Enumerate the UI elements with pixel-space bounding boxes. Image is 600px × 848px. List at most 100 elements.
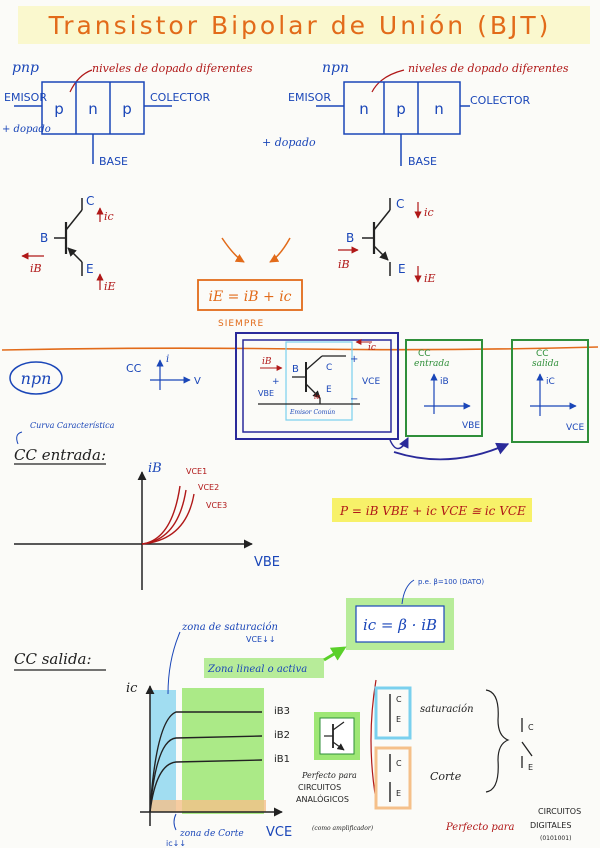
pnp-region-3: p (122, 100, 132, 118)
cc-salida-title: CC (536, 349, 549, 359)
cutoff-label: zona de Corte (179, 829, 244, 839)
gain-formula: ic = β · iB (363, 616, 437, 634)
circuit-vce: VCE (362, 377, 380, 387)
circuit-plus-b: + (272, 377, 280, 387)
npn-structure: npn niveles de dopado diferentes n p n E… (262, 60, 569, 168)
title-highlight (18, 6, 590, 44)
switch-sym-c: C (528, 723, 534, 732)
input-curve-2 (141, 489, 187, 545)
pnp-sym-b: B (40, 231, 48, 245)
output-curve-1 (149, 759, 263, 813)
circuit-e: E (326, 385, 332, 395)
cutoff-state-label: Corte (430, 770, 462, 783)
circuit-emitter-common: Emisor Común (289, 409, 335, 416)
output-curve-x: VCE (266, 825, 292, 840)
input-curve-label-2: VCE2 (198, 483, 219, 492)
npn-sym-c: C (396, 197, 404, 211)
kcl-block: iE = iB + ic SIEMPRE (197, 237, 303, 329)
cc-salida-x: VCE (566, 423, 584, 433)
input-curve-label-3: VCE3 (206, 501, 227, 510)
circuit-ic: ic (368, 343, 376, 353)
cc-salida-subtitle: salida (532, 359, 559, 369)
cut-switch-e: E (396, 789, 401, 798)
pnp-sym-c: C (86, 194, 94, 208)
circuit-outer-box (235, 332, 399, 440)
npn-sym-ic: ic (424, 206, 434, 219)
sat-switch-e: E (396, 715, 401, 724)
pnp-sym-ic: ic (104, 210, 114, 223)
pnp-emitter-label: EMISOR (4, 91, 47, 104)
sat-switch-c: C (396, 695, 402, 704)
cc-entrada-x: VBE (462, 421, 480, 431)
linear-region (182, 688, 264, 814)
output-curve-label-2: iB2 (274, 730, 290, 741)
circuit-b: B (292, 364, 299, 375)
circuit-inner-box (285, 341, 353, 421)
kcl-box (197, 279, 303, 311)
saturation-region (150, 690, 176, 812)
pnp-sym-ib: iB (30, 262, 42, 275)
saturation-sub: VCE↓↓ (246, 635, 276, 644)
saturation-state-label: saturación (420, 704, 474, 715)
pnp-label: pnp (12, 60, 39, 76)
npn-sym-b: B (346, 231, 354, 245)
npn-region-1: n (359, 100, 369, 118)
npn-region-3: n (434, 100, 444, 118)
npn-sym-ib: iB (338, 258, 350, 271)
cc-axis-y: i (166, 354, 169, 365)
cut-switch-c: C (396, 759, 402, 768)
circuit-plus-c: + (350, 354, 358, 365)
output-curve-2 (149, 735, 263, 813)
digital-note-4: (0101001) (540, 835, 571, 842)
cc-salida-box (511, 339, 589, 443)
npn-section-label: npn (21, 369, 52, 388)
pnp-structure: pnp niveles de dopado diferentes p n p E… (2, 60, 253, 168)
cc-label: CC (126, 362, 142, 375)
output-curve-label-3: iB3 (274, 706, 290, 717)
npn-circle (9, 361, 63, 395)
output-curve-y: ic (126, 681, 138, 696)
analog-note-2: CIRCUITOS (298, 783, 341, 792)
cc-axis-x: V (194, 376, 201, 387)
npn-symbol: C B E ic iB iE (338, 197, 436, 285)
gain-box (355, 605, 445, 643)
input-curve-heading: CC entrada: (14, 446, 106, 464)
pnp-doping-note: niveles de dopado diferentes (92, 62, 253, 75)
pnp-sym-e: E (86, 262, 94, 276)
cutoff-region (150, 800, 266, 812)
digital-note-2: CIRCUITOS (538, 807, 581, 816)
digital-note-3: DIGITALES (530, 821, 571, 830)
curve-note: Curva Característica (30, 421, 115, 430)
input-curve-1 (141, 485, 181, 545)
pnp-sym-ie: iE (104, 280, 116, 293)
output-curve-section: CC salida: ic VCE iB3 iB2 iB1 zona de sa… (14, 622, 374, 848)
cc-entrada-box (405, 339, 483, 437)
analog-note-3: ANALÓGICOS (296, 793, 349, 804)
input-curve-label-1: VCE1 (186, 467, 207, 476)
analog-note-4: (como amplificador) (312, 825, 374, 832)
pnp-base-label: BASE (99, 155, 128, 168)
page-title: Transistor Bipolar de Unión (BJT) (48, 11, 552, 40)
npn-region-2: p (396, 100, 406, 118)
analog-note-1: Perfecto para (301, 771, 357, 780)
pnp-region-1: p (54, 100, 64, 118)
kcl-formula: iE = iB + ic (208, 289, 291, 305)
npn-emitter-note: + dopado (262, 136, 316, 149)
cc-entrada-title: CC (418, 349, 431, 359)
switch-brace (485, 689, 510, 793)
cc-salida-y: iC (546, 377, 555, 387)
npn-doping-leader (371, 69, 405, 93)
saturation-label: zona de saturación (181, 622, 278, 633)
npn-base-label: BASE (408, 155, 437, 168)
input-curve-y: iB (148, 461, 162, 476)
circuit-ib: iB (262, 357, 272, 367)
pnp-region-2: n (88, 100, 98, 118)
input-curve-x: VBE (254, 555, 280, 570)
section-divider (1, 346, 599, 351)
npn-collector-label: COLECTOR (470, 94, 530, 107)
power-formula: P = iB VBE + ic VCE ≅ ic VCE (339, 504, 526, 518)
cutoff-switch-box (374, 746, 412, 810)
input-curve-section: Curva Característica CC entrada: iB VBE … (14, 421, 280, 590)
circuit-vbe: VBE (258, 389, 274, 398)
